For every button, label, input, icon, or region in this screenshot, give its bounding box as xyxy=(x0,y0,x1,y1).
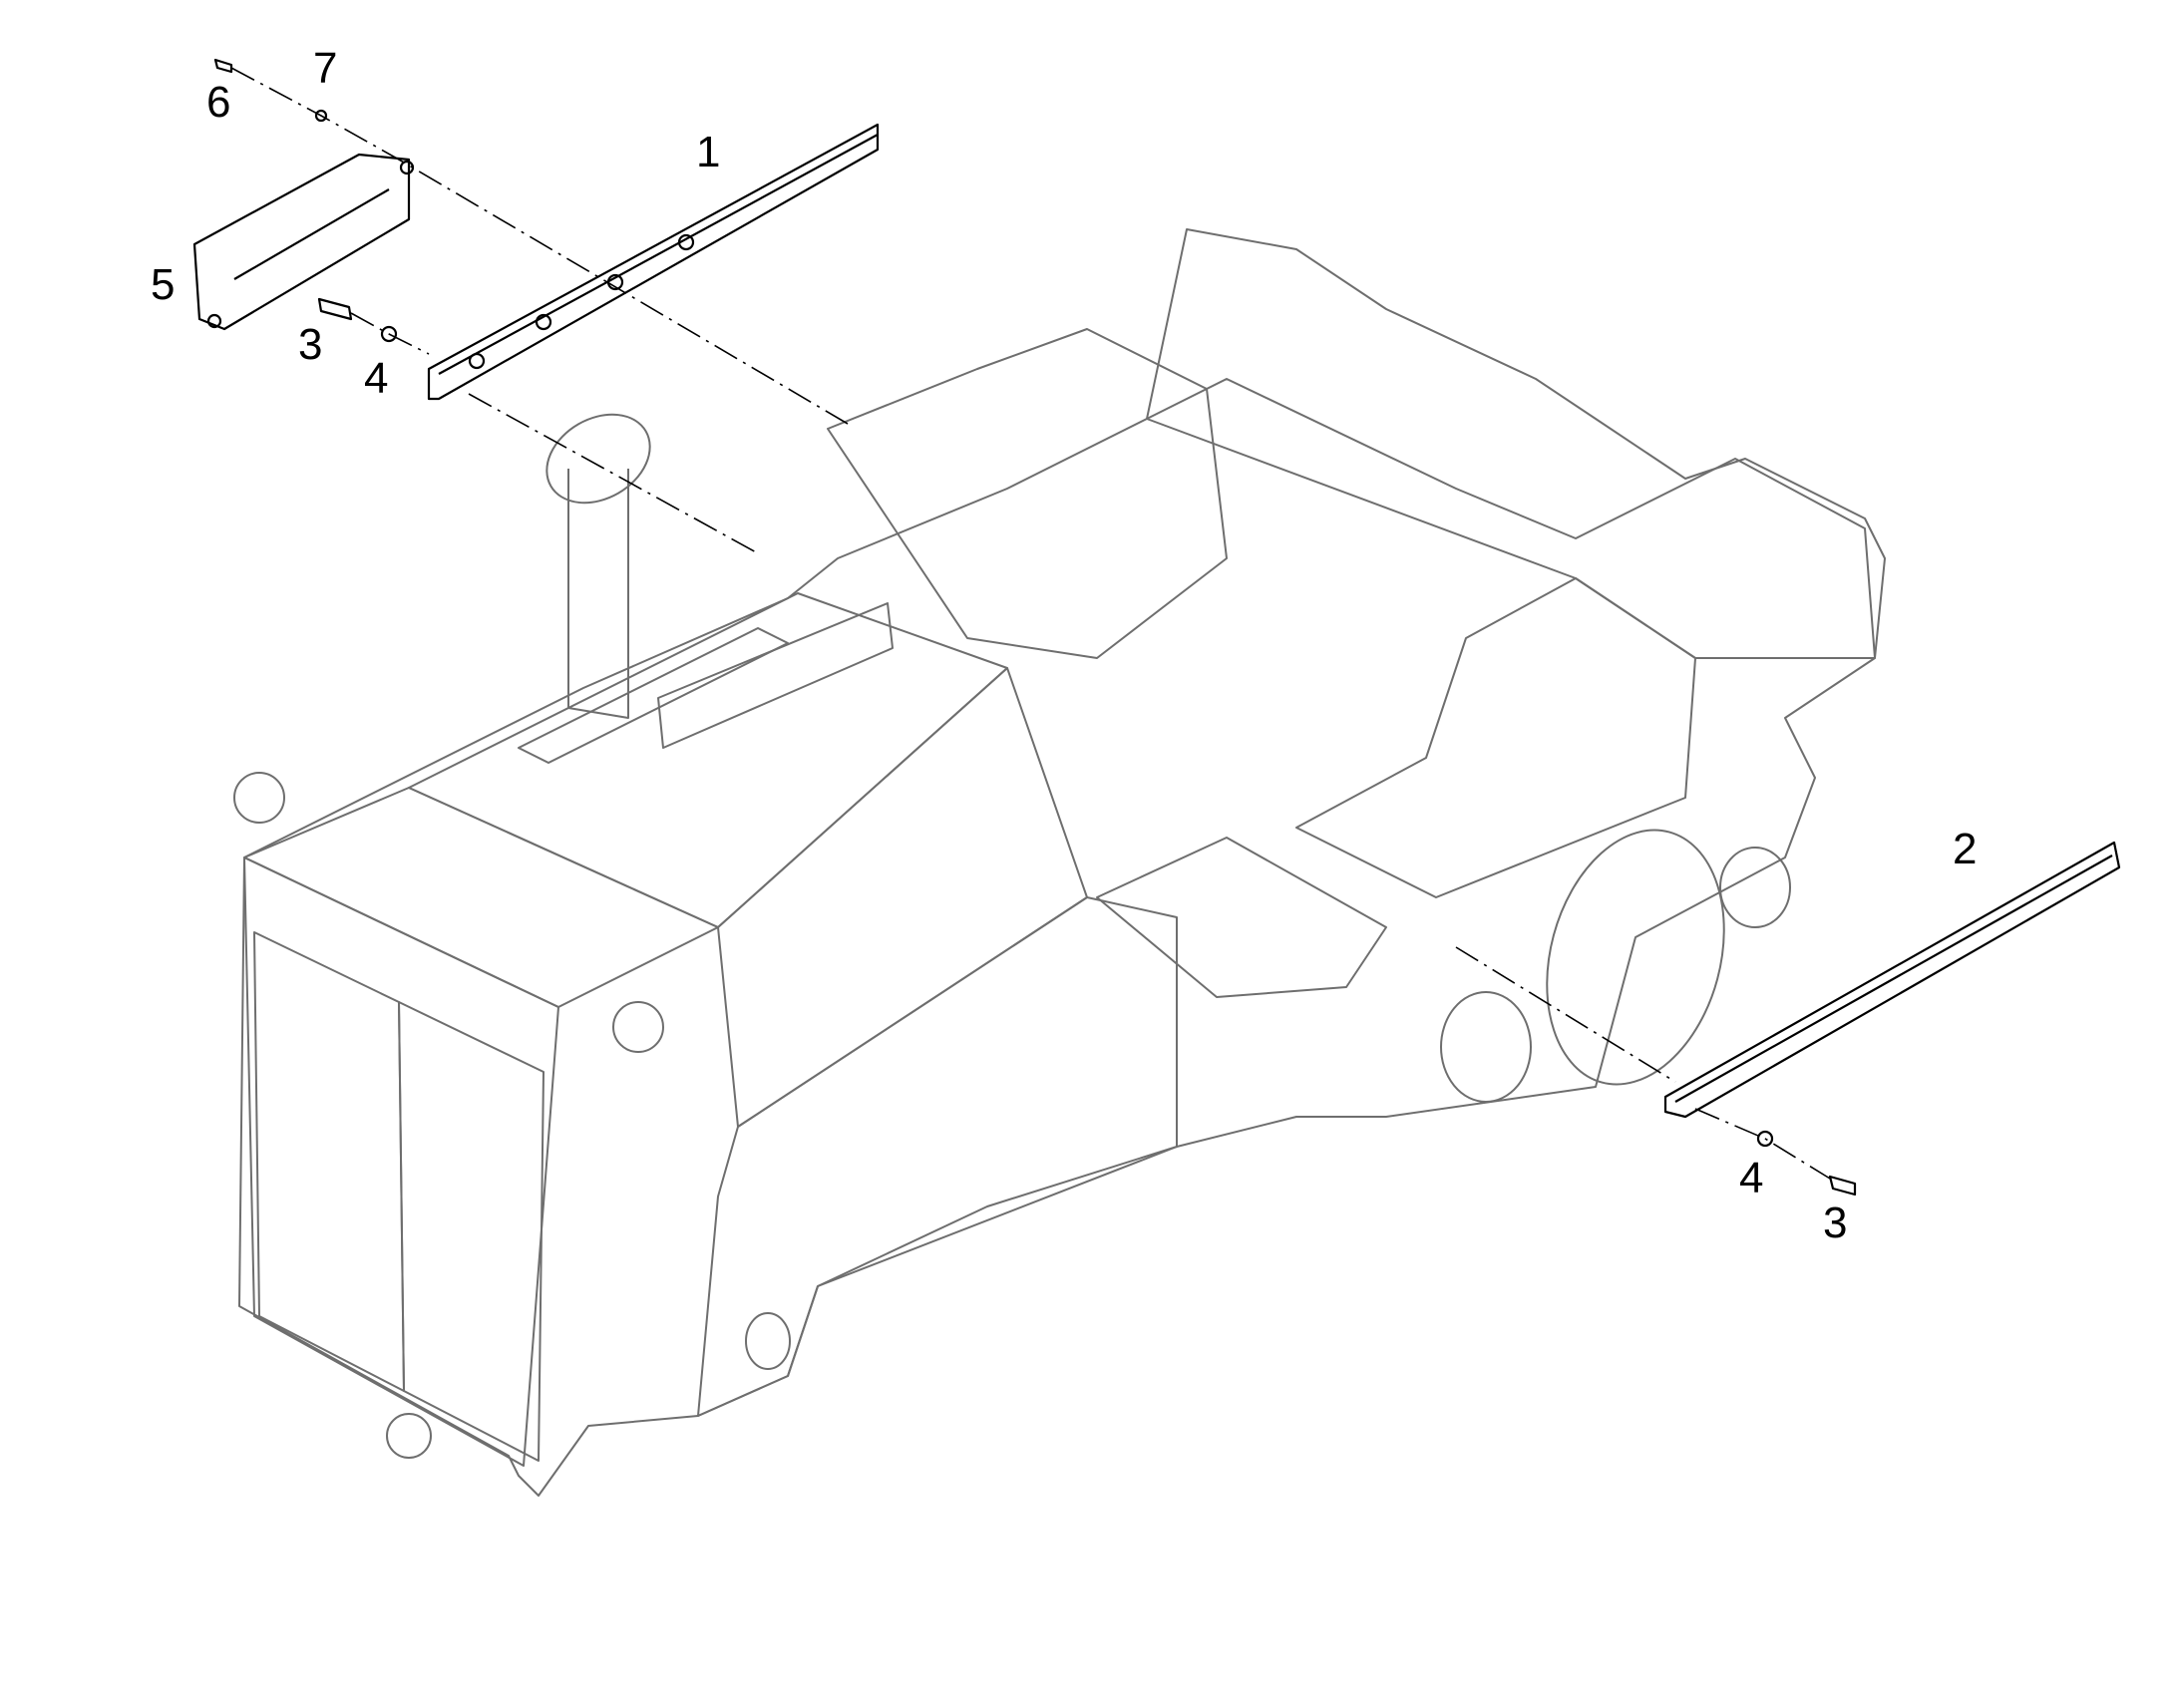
leader-strip-frame xyxy=(468,393,759,554)
lower-frame xyxy=(697,896,1178,1417)
callout-part-3-right: 3 xyxy=(1823,1198,1848,1247)
exploded-parts xyxy=(192,58,2121,1196)
exhaust-stack xyxy=(567,469,629,719)
part-3-screw-left xyxy=(317,297,353,321)
part-1-cover-strip xyxy=(427,123,880,401)
callout-part-4-right: 4 xyxy=(1739,1154,1764,1202)
part-2-cover-strip xyxy=(1663,841,2121,1119)
radiator-grille-left xyxy=(253,931,405,1392)
leader-3-4-strip xyxy=(350,312,430,355)
pivot-bore-left xyxy=(1440,991,1532,1103)
part-6-screw-small xyxy=(213,58,233,74)
callout-part-4-left: 4 xyxy=(364,354,389,403)
part-5-bracket xyxy=(192,153,411,331)
exhaust-cap xyxy=(545,413,651,505)
part-1-hole-2 xyxy=(535,313,552,331)
callout-part-6: 6 xyxy=(206,78,231,127)
callout-part-5: 5 xyxy=(151,260,176,309)
control-column xyxy=(827,328,1228,659)
machine-frame xyxy=(233,228,1886,1497)
hood-panel-2 xyxy=(657,602,894,749)
articulation-ring xyxy=(1546,829,1725,1086)
pivot-bore-right xyxy=(1719,847,1791,928)
leader-2-frame xyxy=(1455,946,1676,1083)
callout-part-1: 1 xyxy=(696,128,721,176)
part-4-washer-left xyxy=(380,325,398,343)
part-4-washer-right xyxy=(1756,1130,1774,1148)
side-panel xyxy=(717,667,1088,1128)
rear-frame xyxy=(1146,378,1876,659)
part-5-hole-bottom xyxy=(206,313,222,329)
frame-hole xyxy=(745,1312,791,1370)
assembly-lines xyxy=(230,67,1831,1180)
leader-4-3-right xyxy=(1694,1108,1831,1180)
callout-part-2: 2 xyxy=(1953,825,1978,873)
hood-panel-1 xyxy=(518,627,789,764)
tow-hitch xyxy=(386,1413,432,1459)
part-3-screw-right xyxy=(1828,1175,1857,1196)
part-1-hole-4 xyxy=(677,233,695,251)
part-7-washer-small xyxy=(314,109,328,123)
lift-eye-center xyxy=(612,1001,664,1053)
lift-eye-left xyxy=(233,772,285,824)
seat-box xyxy=(1295,577,1696,898)
leader-6-7-bracket xyxy=(230,67,849,425)
radiator-grille-right xyxy=(398,1001,545,1462)
engine-hood xyxy=(408,592,1008,928)
callout-part-7: 7 xyxy=(313,44,338,93)
operator-deck xyxy=(1096,837,1387,998)
part-1-hole-1 xyxy=(468,352,486,370)
callout-part-3-left: 3 xyxy=(298,320,323,369)
machine-outline xyxy=(238,228,1886,1497)
